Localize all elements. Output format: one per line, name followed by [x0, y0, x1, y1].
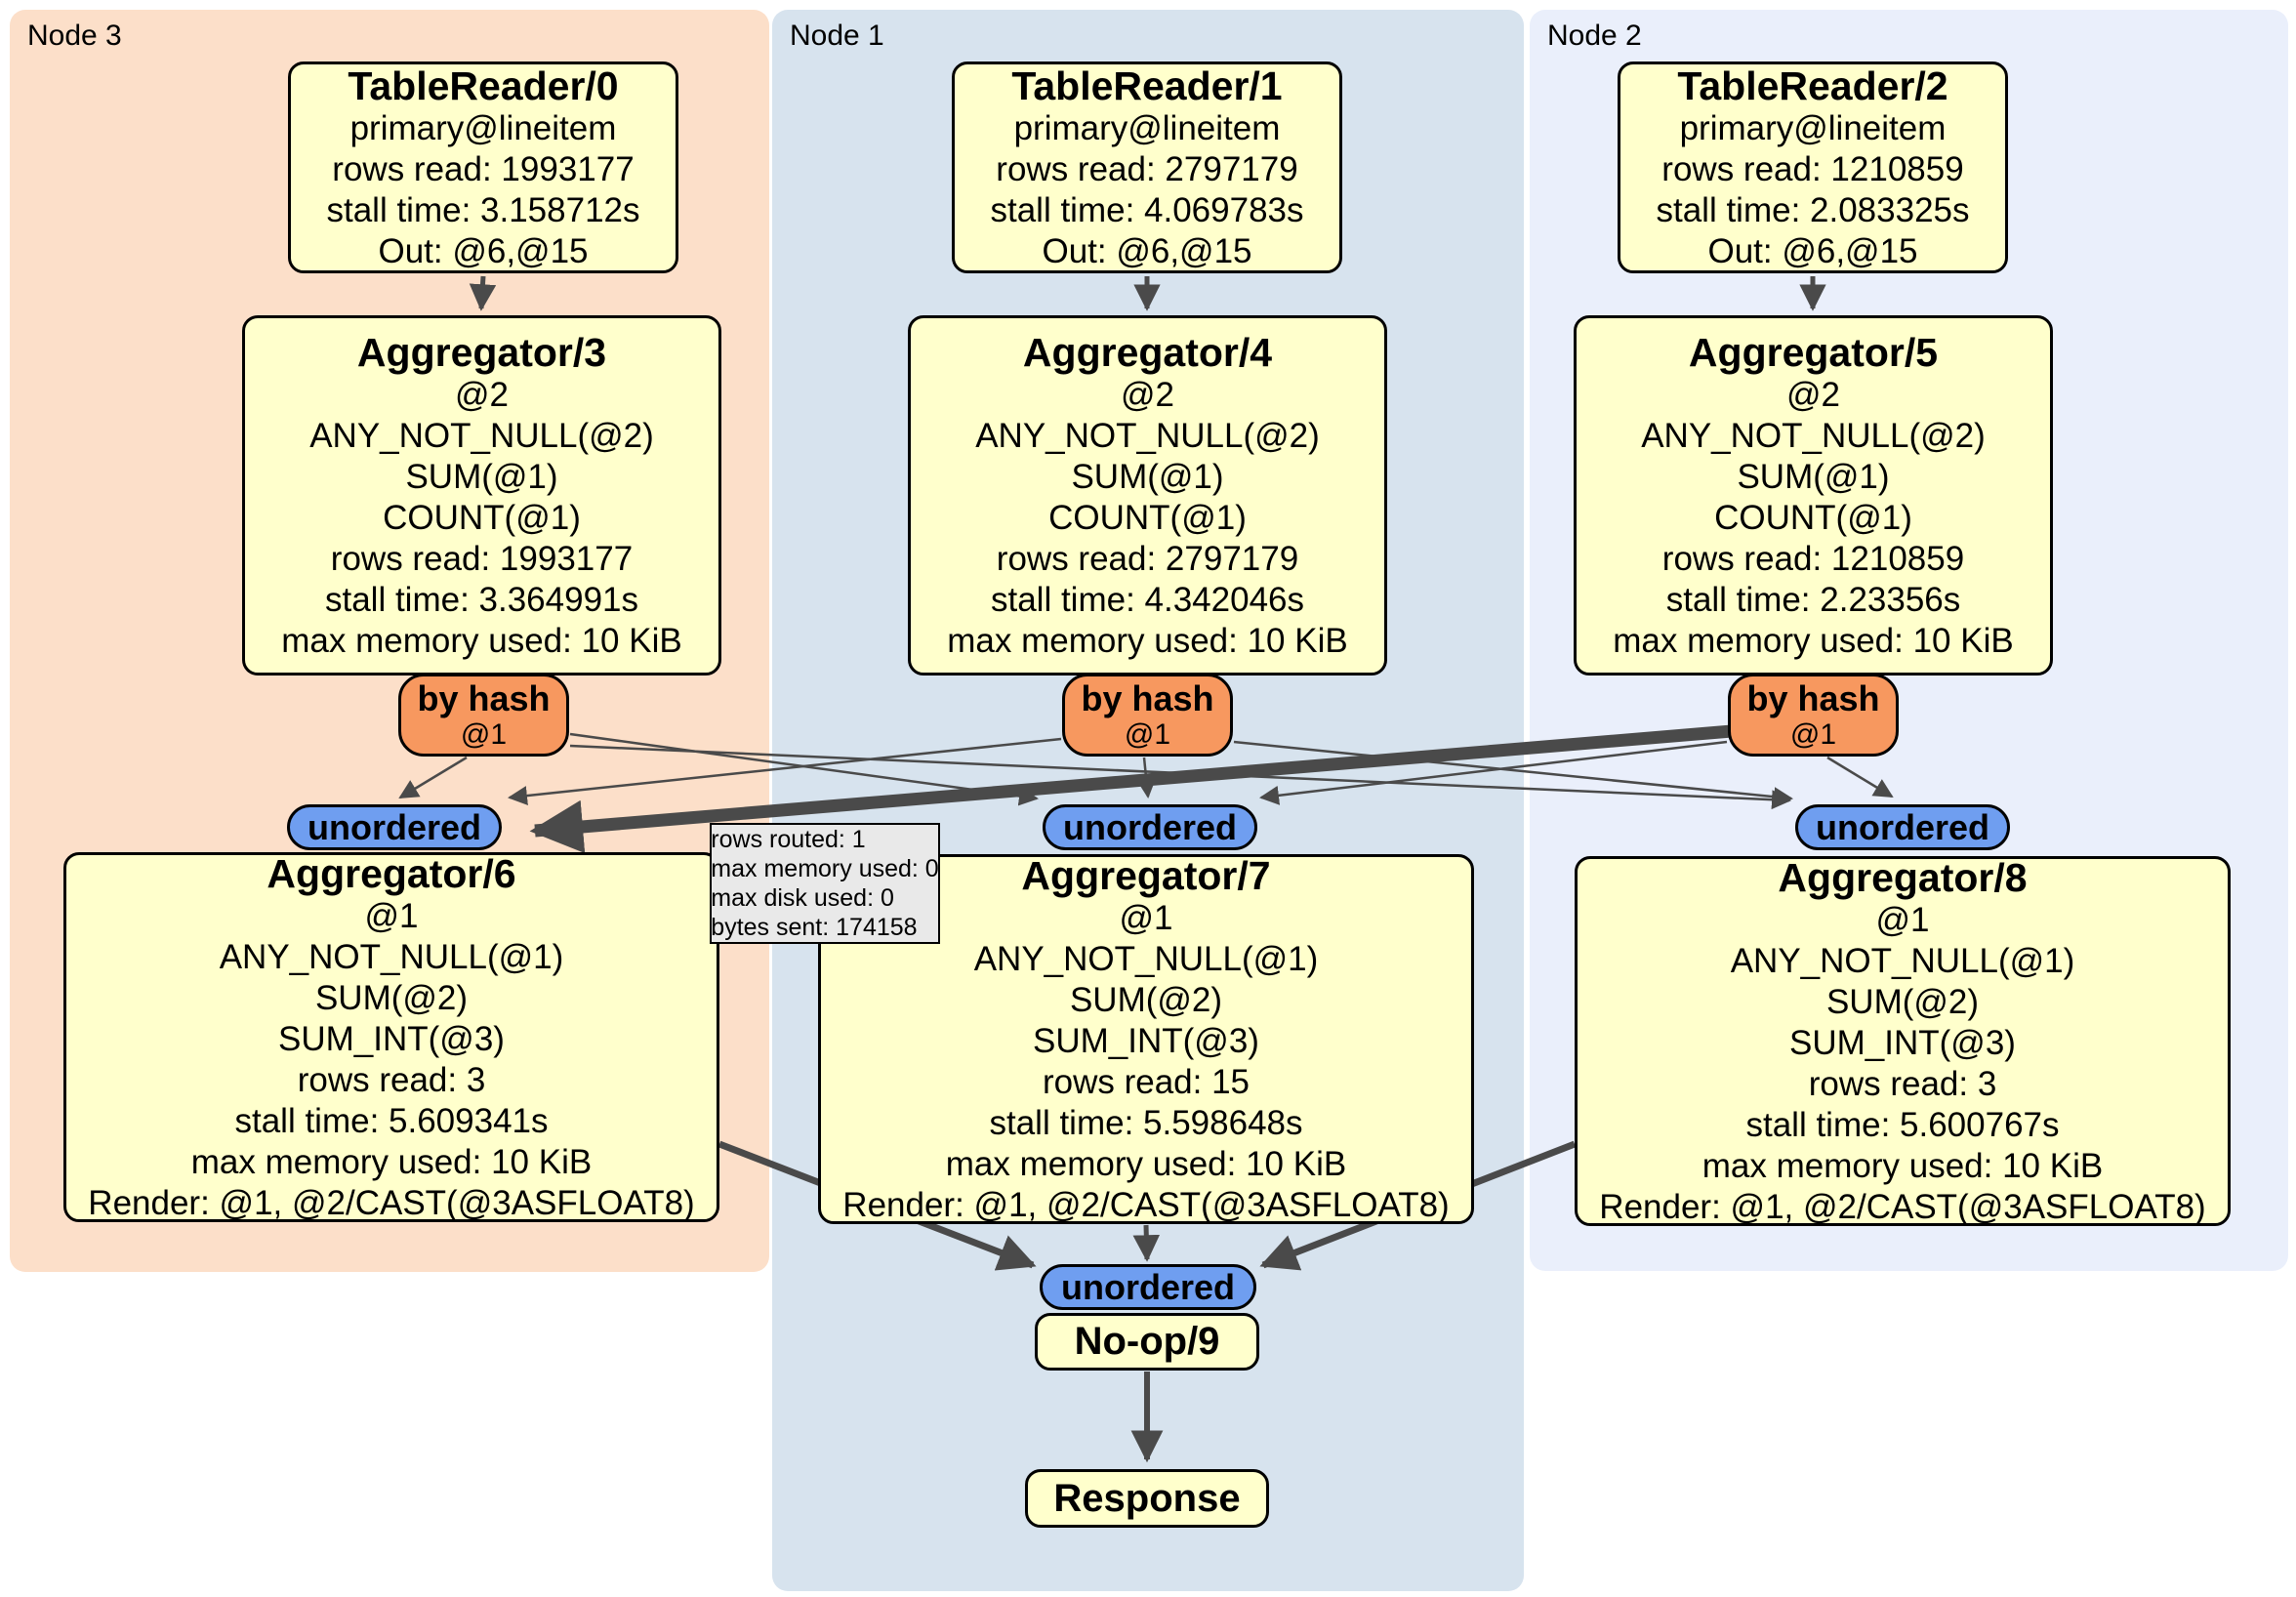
node-title: Aggregator/8 [1778, 854, 2028, 900]
router-key: @1 [460, 717, 508, 751]
router-title: by hash [417, 677, 551, 718]
router-key: @1 [1789, 717, 1837, 751]
router-by-hash-node1: by hash @1 [1062, 674, 1233, 757]
router-title: by hash [1746, 677, 1880, 718]
router-key: @1 [1124, 717, 1171, 751]
node-noop-9: No-op/9 [1035, 1313, 1259, 1371]
node-title: Aggregator/6 [266, 850, 516, 896]
node-title: Response [1053, 1476, 1241, 1520]
node-title: TableReader/0 [348, 62, 619, 108]
node-title: Aggregator/5 [1688, 329, 1939, 375]
node-title: TableReader/2 [1677, 62, 1948, 108]
router-by-hash-node2: by hash @1 [1728, 674, 1899, 757]
node-title: No-op/9 [1074, 1320, 1220, 1363]
region-node2-label: Node 2 [1547, 20, 1642, 52]
node-title: Aggregator/4 [1022, 329, 1273, 375]
stream-unordered-node1: unordered [1043, 804, 1257, 850]
stream-unordered-final: unordered [1040, 1264, 1256, 1310]
node-title: Aggregator/7 [1021, 852, 1271, 898]
node-title: Aggregator/3 [356, 329, 607, 375]
node-title: TableReader/1 [1011, 62, 1283, 108]
router-by-hash-node3: by hash @1 [398, 674, 569, 757]
region-node1-label: Node 1 [790, 20, 884, 52]
router-title: by hash [1081, 677, 1214, 718]
stream-unordered-node3: unordered [287, 804, 502, 850]
region-node3-label: Node 3 [27, 20, 122, 52]
stream-unordered-node2: unordered [1795, 804, 2010, 850]
node-response: Response [1025, 1469, 1269, 1528]
